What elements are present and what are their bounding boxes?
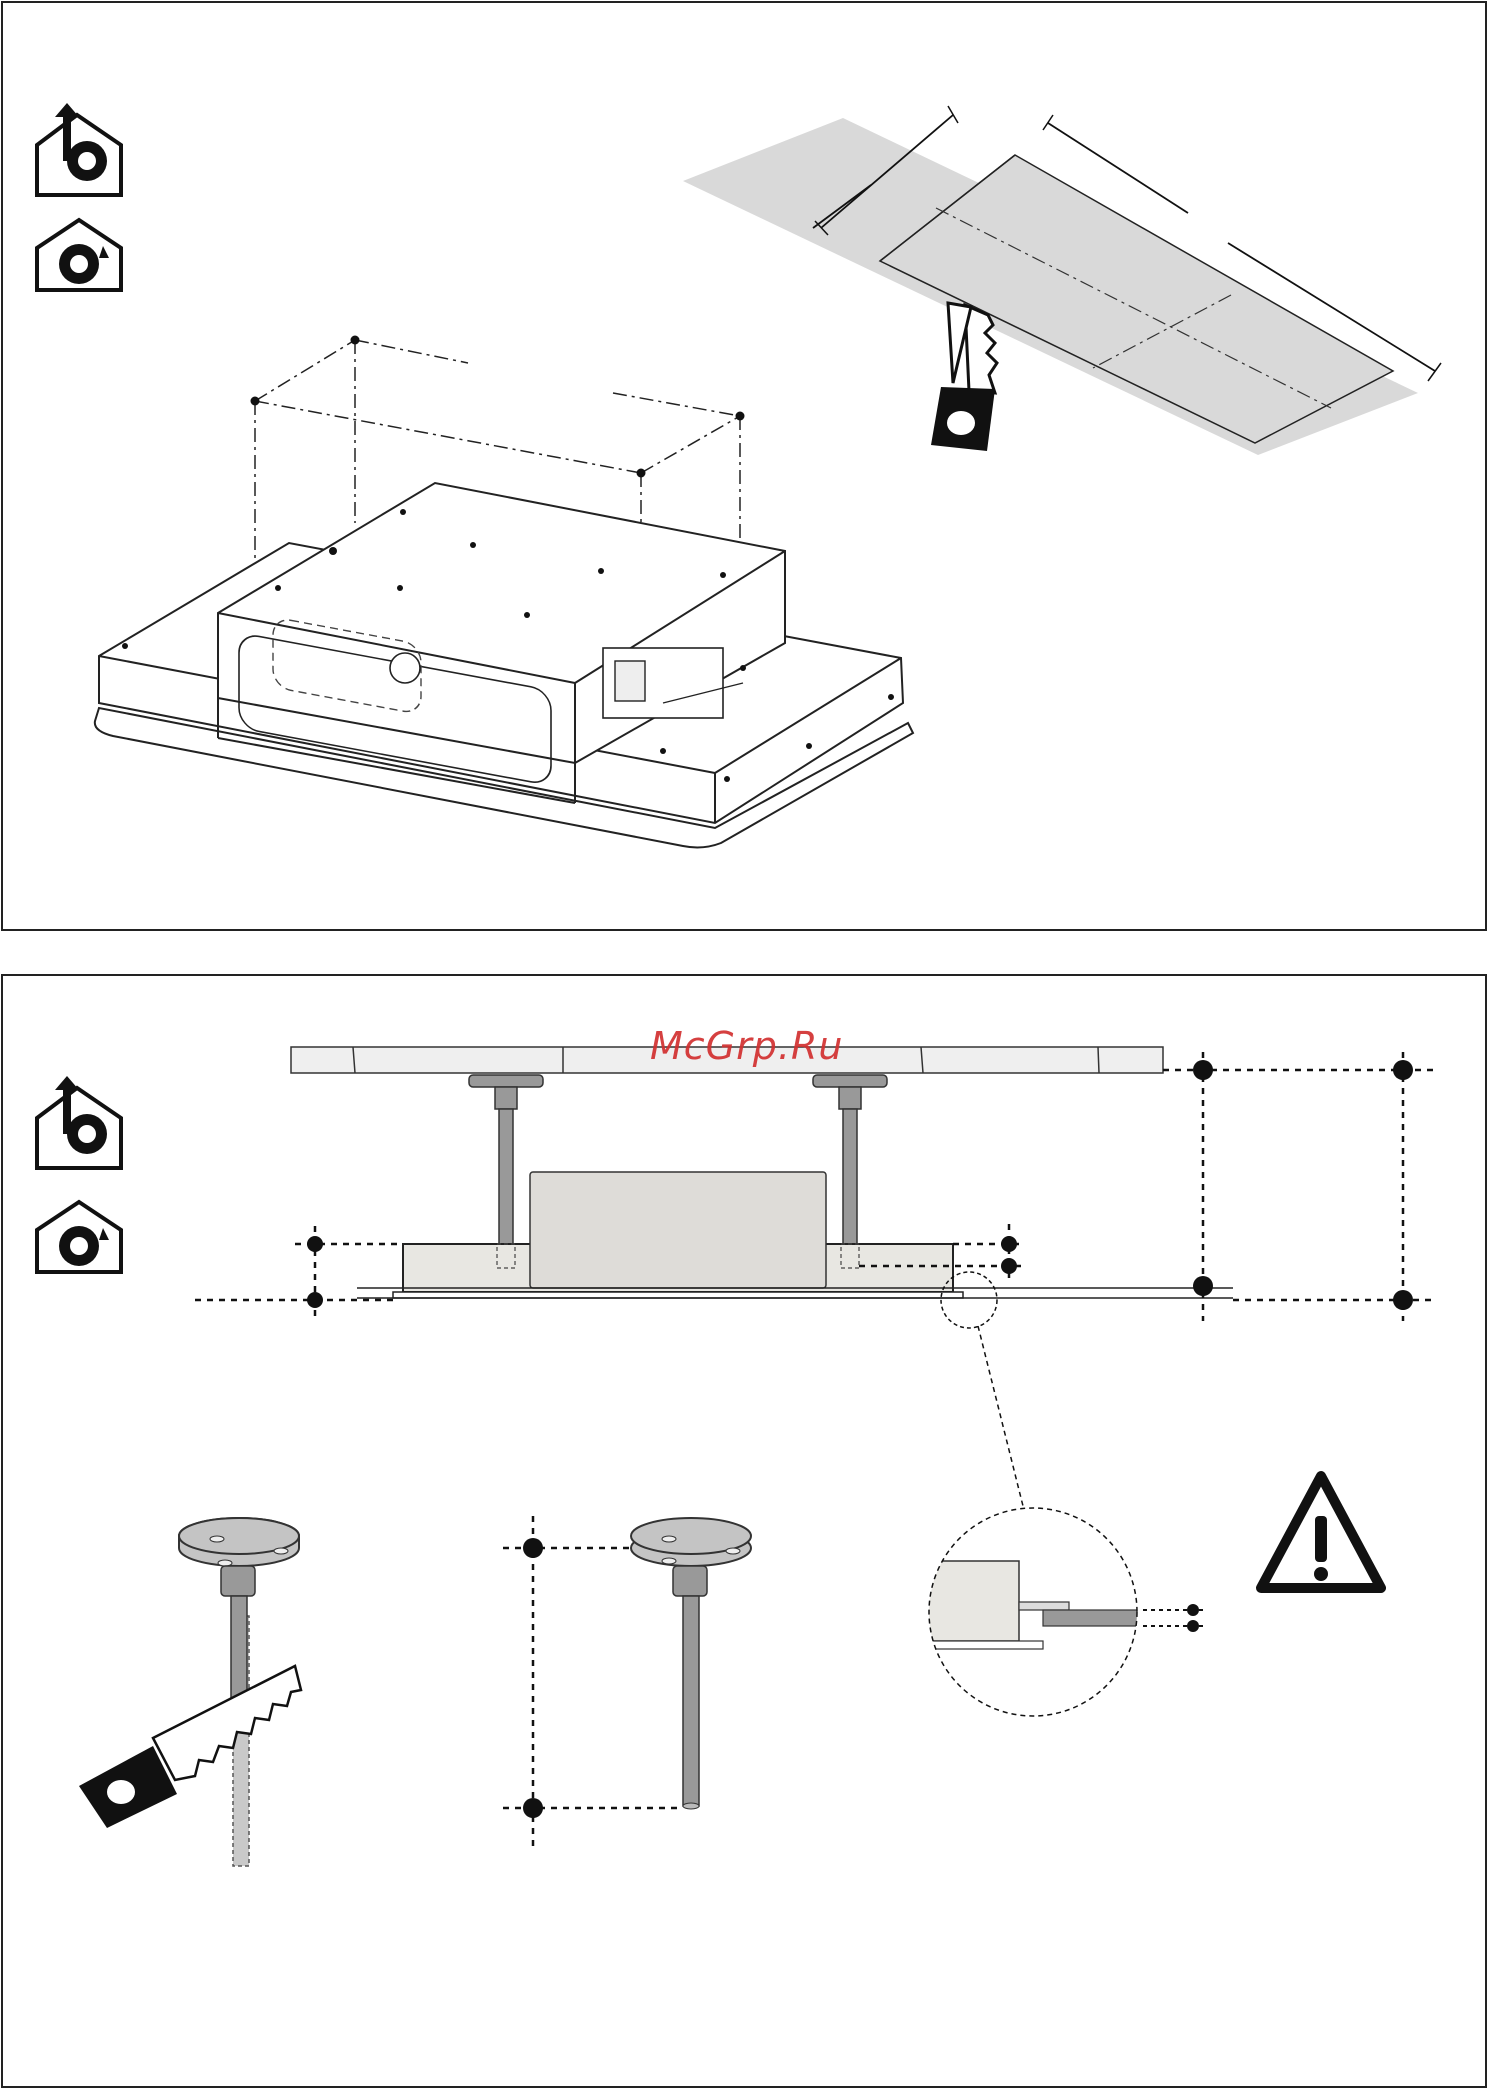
watermark-text: McGrp.Ru xyxy=(650,1024,843,1068)
recirculation-icon xyxy=(37,220,121,290)
detail-magnifier xyxy=(923,1508,1203,1716)
warning-triangle-icon xyxy=(1261,1476,1381,1588)
hood-isometric-diagram xyxy=(95,336,913,848)
rod-length-diagram xyxy=(503,1516,751,1846)
top-panel-drawing xyxy=(3,3,1489,933)
ducted-extraction-icon xyxy=(37,103,121,195)
top-instruction-panel xyxy=(1,1,1487,931)
recirculation-icon xyxy=(37,1202,121,1272)
hood-side-elevation xyxy=(195,1047,1433,1506)
bottom-instruction-panel: McGrp.Ru xyxy=(1,974,1487,2088)
ceiling-cutout-diagram xyxy=(683,106,1448,455)
rod-cutting-diagram xyxy=(79,1518,301,1866)
ducted-extraction-icon xyxy=(37,1076,121,1168)
bottom-panel-drawing xyxy=(3,976,1489,2090)
